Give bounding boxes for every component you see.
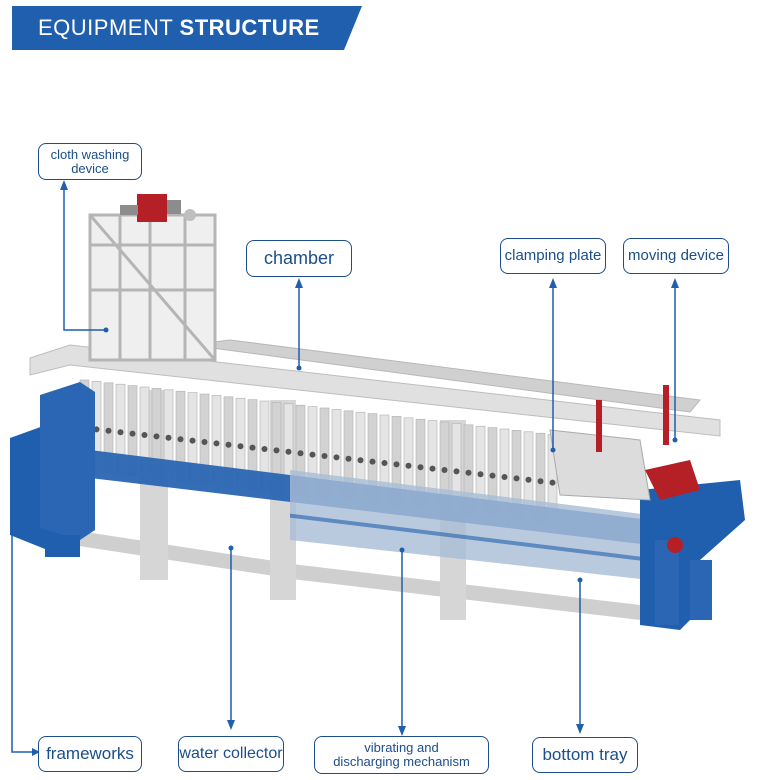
- plate-handle: [501, 474, 508, 480]
- plate-handle: [165, 434, 172, 441]
- plate-handle: [393, 461, 400, 468]
- plate-handle: [273, 447, 280, 454]
- plate-handle: [441, 467, 448, 473]
- plate-handle: [489, 472, 496, 479]
- plate-handle: [513, 475, 520, 482]
- label-frameworks-text: frameworks: [46, 744, 134, 764]
- plate-handle: [465, 469, 472, 476]
- leader-lines: [11, 186, 676, 753]
- header-title-bold: STRUCTURE: [179, 15, 320, 40]
- plate-handle: [201, 439, 208, 445]
- plate-handle: [129, 430, 136, 437]
- header-title: EQUIPMENT STRUCTURE: [38, 15, 320, 41]
- plate-handle: [153, 433, 160, 440]
- label-chamber-text: chamber: [263, 248, 335, 269]
- plate-handle: [429, 465, 436, 472]
- plate-handle: [453, 468, 460, 475]
- plate-handle: [357, 457, 364, 464]
- tail-stock-right: [640, 480, 745, 630]
- plate-handle: [297, 450, 304, 457]
- plate-handle: [369, 458, 376, 465]
- clamping-plate-block: [549, 429, 651, 501]
- header-band: [12, 6, 362, 50]
- label-water-collector: water collector: [178, 736, 284, 772]
- plate-handle: [477, 471, 484, 478]
- plate-handle: [177, 436, 184, 443]
- washing-motor: [120, 194, 196, 222]
- plate-handle: [537, 478, 544, 485]
- cloth-washing-tower: [88, 213, 217, 362]
- header-title-light: EQUIPMENT: [38, 15, 173, 40]
- label-cloth-washing-line1: cloth washing: [50, 146, 130, 162]
- label-clamping-plate-text: clamping plate: [504, 247, 602, 265]
- section-header: EQUIPMENT STRUCTURE: [12, 6, 362, 50]
- plate-handle: [117, 429, 124, 436]
- plate-handle: [309, 451, 316, 458]
- upper-beam: [29, 339, 721, 437]
- arrow-heads: [27, 180, 679, 756]
- plate-handle: [261, 446, 268, 452]
- plate-handle: [213, 440, 220, 447]
- plate-handle: [549, 479, 556, 486]
- label-water-collector-text: water collector: [179, 744, 283, 762]
- label-cloth-washing-device: cloth washing device: [38, 143, 142, 180]
- label-moving-device: moving device: [623, 238, 729, 274]
- plate-handle: [249, 444, 256, 451]
- plate-handle: [525, 476, 532, 483]
- label-bottom-tray: bottom tray: [532, 737, 638, 773]
- moving-device-red: [596, 385, 700, 553]
- label-vibrating-line1: vibrating and: [364, 740, 439, 756]
- plate-handle: [225, 441, 232, 448]
- plate-handle: [285, 448, 292, 455]
- label-moving-device-text: moving device: [628, 247, 724, 265]
- label-vibrating-line2: discharging mechanism: [333, 754, 470, 769]
- plate-handle: [237, 443, 244, 450]
- label-clamping-plate: clamping plate: [500, 238, 606, 274]
- plate-handle: [189, 437, 196, 444]
- plate-handle: [405, 462, 412, 469]
- plate-handle: [417, 464, 424, 471]
- plate-handle: [141, 432, 148, 438]
- label-cloth-washing-line2: device: [71, 160, 109, 176]
- head-stock-left: [10, 382, 95, 557]
- label-vibrating-discharging: vibrating and discharging mechanism: [314, 736, 489, 774]
- label-chamber: chamber: [246, 240, 352, 277]
- plate-handle: [345, 455, 352, 462]
- blue-rail: [90, 450, 650, 580]
- plate-handle: [333, 454, 340, 461]
- plate-handle: [105, 427, 112, 434]
- plate-handle: [381, 460, 388, 466]
- label-frameworks: frameworks: [38, 736, 142, 772]
- plate-handle: [321, 453, 328, 459]
- label-bottom-tray-text: bottom tray: [542, 745, 628, 765]
